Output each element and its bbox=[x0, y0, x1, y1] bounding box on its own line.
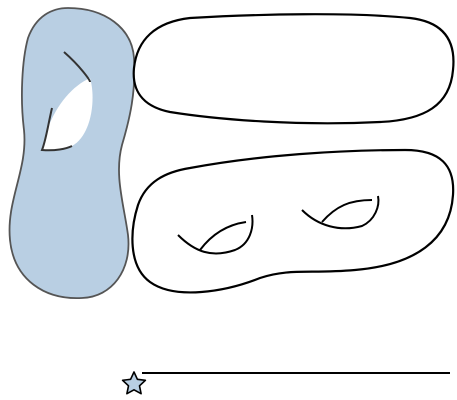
white-mask-group bbox=[132, 150, 453, 292]
blue-vertical-mask bbox=[10, 8, 135, 298]
white-mask bbox=[132, 150, 453, 292]
star-marker bbox=[123, 372, 146, 394]
blue-vertical-mask-group bbox=[10, 8, 135, 298]
white-oval bbox=[134, 14, 454, 123]
